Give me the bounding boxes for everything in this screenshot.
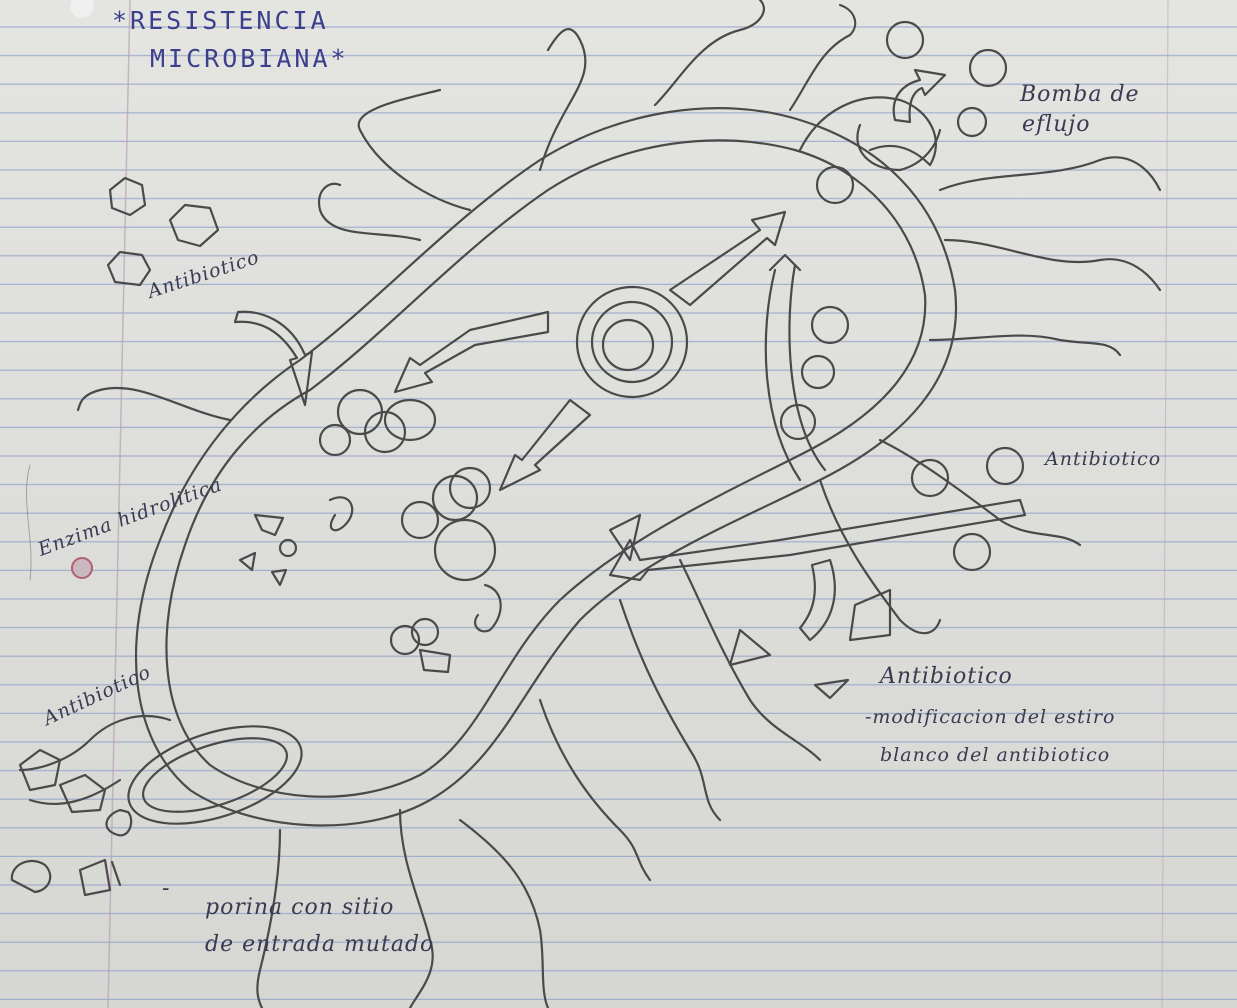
title-line-2: MICROBIANA* [150, 44, 349, 73]
label-porina-line1: porina con sitio [205, 895, 394, 920]
label-modificacion-line1: -modificacion del estiro [865, 706, 1115, 728]
label-bomba-line1: Bomba de [1020, 82, 1140, 107]
label-antibiotico-legend: Antibiotico [880, 664, 1013, 689]
binder-hole [72, 558, 92, 578]
label-antibiotico-right: Antibiotico [1045, 448, 1161, 470]
title-line-1: *RESISTENCIA [112, 6, 329, 35]
label-modificacion-line2: blanco del antibiotico [880, 744, 1110, 766]
label-bomba-line2: eflujo [1022, 112, 1090, 137]
label-porina-dash: - [162, 876, 170, 901]
label-porina-line2: de entrada mutado [205, 932, 434, 957]
